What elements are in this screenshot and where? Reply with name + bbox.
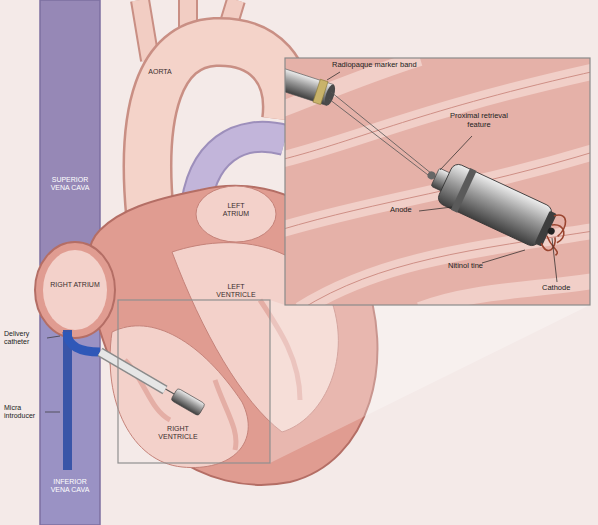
anatomy-label: LEFT VENTRICLE bbox=[210, 283, 262, 299]
right-atrium-chamber bbox=[43, 250, 107, 330]
zoom-wedge bbox=[270, 300, 590, 463]
anatomy-label: SUPERIOR VENA CAVA bbox=[43, 176, 97, 192]
part-label: Radiopaque marker band bbox=[332, 61, 442, 70]
anatomy-label: RIGHT ATRIUM bbox=[48, 281, 102, 289]
superior-vena-cava bbox=[40, 0, 100, 265]
part-label: Cathode bbox=[542, 284, 586, 293]
leader-line bbox=[45, 412, 60, 413]
anatomy-label: RIGHT VENTRICLE bbox=[150, 425, 206, 441]
delivery-catheter bbox=[100, 352, 165, 390]
zoom-box bbox=[118, 300, 270, 463]
delivery-catheter-curve bbox=[67, 332, 100, 352]
right-ventricle-chamber bbox=[110, 326, 248, 468]
part-label: Micra introducer bbox=[4, 404, 46, 420]
leader-line bbox=[482, 250, 525, 263]
inset-panel bbox=[285, 58, 590, 305]
leader-line bbox=[440, 136, 472, 170]
leader-line bbox=[47, 336, 60, 338]
inset-art bbox=[285, 58, 590, 305]
part-label: Nitinol tine bbox=[448, 262, 500, 271]
anatomy-label: LEFT ATRIUM bbox=[214, 202, 258, 218]
leader-line bbox=[419, 207, 452, 211]
right-atrium-wall bbox=[35, 242, 115, 338]
part-label: Proximal retrieval feature bbox=[448, 112, 510, 129]
inset-trabeculae-edge bbox=[285, 70, 590, 305]
pacemaker-small bbox=[162, 383, 205, 416]
part-label: Anode bbox=[390, 206, 420, 215]
delivery-catheter-outline bbox=[100, 352, 165, 390]
leader-line bbox=[327, 72, 340, 80]
inferior-vena-cava bbox=[40, 315, 100, 525]
part-label: Delivery catheter bbox=[4, 330, 48, 346]
nitinol-tines bbox=[539, 213, 572, 256]
left-atrium-chamber bbox=[196, 186, 276, 242]
inset-catheter bbox=[285, 62, 338, 108]
micra-introducer bbox=[63, 330, 72, 470]
leader-line bbox=[552, 238, 557, 282]
tether bbox=[329, 99, 432, 178]
inset-trabeculae bbox=[285, 58, 590, 305]
inset-frame bbox=[285, 58, 590, 305]
anatomy-label: AORTA bbox=[135, 68, 185, 76]
anatomy-label: INFERIOR VENA CAVA bbox=[43, 478, 97, 494]
tether bbox=[331, 92, 432, 174]
